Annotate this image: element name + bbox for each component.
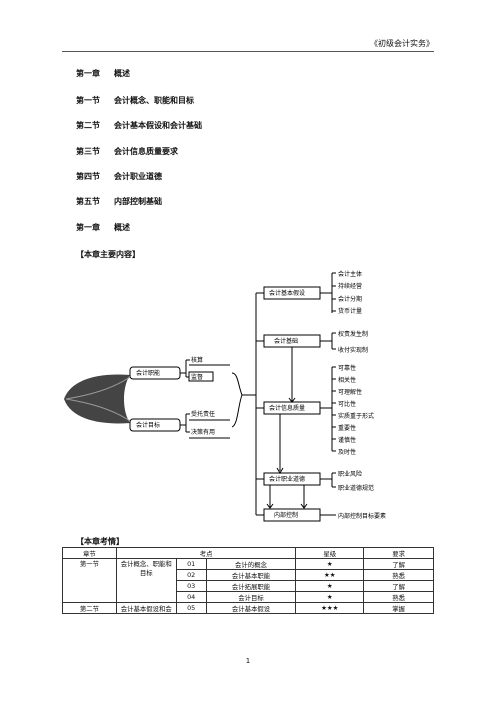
point-cell: 会计基本假设: [205, 602, 297, 614]
ethics-item: 职业风险: [338, 470, 362, 478]
main-label: 会计信息质量: [269, 404, 305, 412]
toc-num: 第二节: [76, 121, 100, 130]
stars-cell: ★★★: [295, 602, 365, 614]
toc-line: 第二节 会计基本假设和会计基础: [76, 121, 202, 131]
internal-control-item: 内部控制目标要素: [338, 512, 386, 520]
page-header: 《初级会计实务》: [62, 38, 434, 52]
quality-item: 相关性: [338, 376, 356, 384]
section-heading-content: 【本章主要内容】: [76, 250, 140, 259]
no-cell: 03: [175, 580, 207, 592]
function-item: 核算: [191, 356, 203, 364]
toc-num: 第三节: [76, 147, 100, 156]
section-cell: 会计概念、职能和目标: [115, 558, 177, 603]
assumption-item: 会计主体: [338, 270, 362, 278]
header-cell: 章节: [62, 547, 117, 559]
req-cell: 熟悉: [363, 569, 434, 581]
header-cell: 星级: [295, 547, 365, 559]
stars-cell: ★: [295, 580, 365, 592]
ethics-item: 职业道德规范: [338, 484, 374, 492]
toc-title: 概述: [114, 69, 130, 78]
main-label: 会计基础: [274, 337, 298, 345]
table-header-row: 章节 考点 星级 要求: [62, 547, 434, 559]
toc-num: 第一章: [76, 69, 100, 78]
label-objectives: 会计目标: [136, 421, 160, 429]
assumption-item: 持续经营: [338, 282, 362, 290]
no-cell: 02: [175, 569, 207, 581]
main-label: 内部控制: [274, 511, 298, 519]
exam-table: 章节 考点 星级 要求 第一节 会计概念、职能和目标 01 会计的概念 ★ 了解…: [62, 547, 434, 614]
objective-item: 决策有用: [191, 428, 215, 436]
req-cell: 了解: [363, 558, 434, 570]
basis-item: 权责发生制: [338, 330, 368, 338]
quality-item: 谨慎性: [338, 436, 356, 444]
toc-num: 第一章: [76, 223, 100, 232]
toc-line: 第一章 概述: [76, 223, 130, 233]
stars-cell: ★: [295, 558, 365, 570]
page-number: 1: [245, 657, 251, 665]
toc-num: 第一节: [76, 96, 100, 105]
point-cell: 会计拓展职能: [205, 580, 297, 592]
toc-title: 会计职业道德: [114, 172, 162, 181]
toc-num: 第五节: [76, 197, 100, 206]
header-cell: 考点: [115, 547, 297, 559]
section-heading-exam: 【本章考情】: [76, 537, 124, 546]
toc-line: 第一章 概述: [76, 69, 130, 79]
main-label: 会计职业道德: [269, 475, 305, 483]
toc-line: 第三节 会计信息质量要求: [76, 147, 178, 157]
quality-item: 可靠性: [338, 364, 356, 372]
toc-line: 第五节 内部控制基础: [76, 197, 162, 207]
header-cell: 要求: [363, 547, 434, 559]
toc-title: 会计信息质量要求: [114, 147, 178, 156]
label-functions: 会计职能: [136, 369, 160, 377]
chapter-cell: 第一节: [62, 558, 117, 603]
toc-title: 会计概念、职能和目标: [114, 96, 194, 105]
toc-num: 第四节: [76, 172, 100, 181]
table-row: 第二节 会计基本假设和会 05 会计基本假设 ★★★ 掌握: [62, 602, 434, 614]
quality-item: 及时性: [338, 448, 356, 456]
no-cell: 04: [175, 591, 207, 603]
assumption-item: 货币计量: [338, 307, 362, 315]
quality-item: 实质重于形式: [338, 412, 374, 420]
function-item: 监督: [191, 373, 203, 381]
toc-title: 概述: [114, 223, 130, 232]
req-cell: 掌握: [363, 602, 434, 614]
quality-item: 可比性: [338, 400, 356, 408]
toc-line: 第一节 会计概念、职能和目标: [76, 96, 194, 106]
leaf-shape: [64, 374, 130, 424]
main-label: 会计基本假设: [269, 289, 305, 297]
chapter-structure-diagram: 会计职能 会计目标 核算 监督 受托责任 决策有用 会计基本假设 会计基础 会计…: [64, 270, 386, 522]
toc-title: 内部控制基础: [114, 197, 162, 206]
point-cell: 会计目标: [205, 591, 297, 603]
section-cell: 会计基本假设和会: [115, 602, 177, 614]
req-cell: 熟悉: [363, 591, 434, 603]
basis-item: 收付实现制: [338, 346, 368, 354]
quality-item: 可理解性: [338, 388, 362, 396]
stars-cell: ★: [295, 591, 365, 603]
quality-item: 重要性: [338, 424, 356, 432]
point-cell: 会计的概念: [205, 558, 297, 570]
table-row: 第一节 会计概念、职能和目标 01 会计的概念 ★ 了解: [62, 558, 434, 603]
stars-cell: ★★: [295, 569, 365, 581]
assumption-item: 会计分期: [338, 295, 362, 303]
table-row: 02 会计基本职能 ★★ 熟悉: [63, 569, 434, 581]
no-cell: 01: [175, 558, 207, 570]
objective-item: 受托责任: [191, 410, 215, 418]
no-cell: 05: [175, 602, 207, 614]
chapter-cell: 第二节: [62, 602, 117, 614]
toc-title: 会计基本假设和会计基础: [114, 121, 202, 130]
req-cell: 了解: [363, 580, 434, 592]
point-cell: 会计基本职能: [205, 569, 297, 581]
toc-line: 第四节 会计职业道德: [76, 172, 162, 182]
book-title: 《初级会计实务》: [370, 39, 434, 48]
